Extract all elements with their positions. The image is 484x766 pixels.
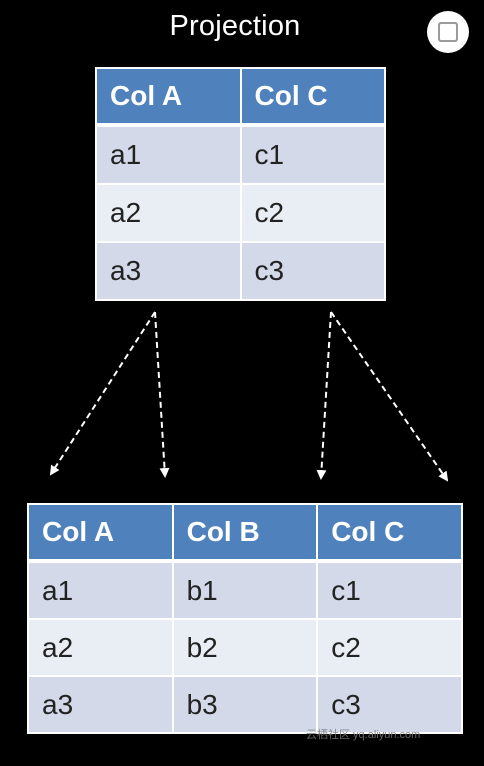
projected-table: Col A Col C a1 c1 a2 c2 a3 c3 — [95, 67, 386, 301]
arrow-col-a-right — [154, 311, 170, 478]
header-col-c: Col C — [239, 67, 386, 127]
arrow-col-a-left — [49, 311, 156, 476]
table-cell: c2 — [316, 618, 463, 677]
table-cell: b2 — [171, 618, 319, 677]
table-row: a3 c3 — [95, 241, 386, 301]
table-cell: a3 — [27, 675, 174, 734]
header-col-a: Col A — [27, 503, 174, 563]
table-header-row: Col A Col C — [95, 67, 386, 127]
table-cell: a3 — [95, 241, 242, 301]
watermark: 云栖社区 yq.aliyun.com — [306, 729, 421, 741]
table-cell: c3 — [239, 241, 386, 301]
header-col-c: Col C — [316, 503, 463, 563]
table-cell: c1 — [316, 560, 463, 620]
table-cell: a1 — [95, 124, 242, 185]
table-cell: a2 — [95, 183, 242, 243]
arrow-col-c-right — [330, 311, 449, 482]
source-table: Col A Col B Col C a1 b1 c1 a2 b2 c2 a3 b… — [27, 503, 463, 734]
table-cell: c1 — [239, 124, 386, 185]
stop-button[interactable] — [427, 11, 469, 53]
table-cell: b3 — [171, 675, 319, 734]
table-cell: c3 — [316, 675, 463, 734]
table-row: a2 b2 c2 — [27, 618, 463, 677]
table-cell: c2 — [239, 183, 386, 243]
table-cell: b1 — [171, 560, 319, 620]
square-stop-icon — [438, 22, 458, 42]
diagram-title: Projection — [169, 10, 301, 42]
table-row: a3 b3 c3 — [27, 675, 463, 734]
table-header-row: Col A Col B Col C — [27, 503, 463, 563]
header-col-a: Col A — [95, 67, 242, 127]
arrow-col-c-left — [316, 311, 332, 480]
table-cell: a1 — [27, 560, 174, 620]
table-cell: a2 — [27, 618, 174, 677]
table-row: a1 b1 c1 — [27, 560, 463, 620]
header-col-b: Col B — [171, 503, 319, 563]
table-row: a2 c2 — [95, 183, 386, 243]
table-row: a1 c1 — [95, 124, 386, 185]
